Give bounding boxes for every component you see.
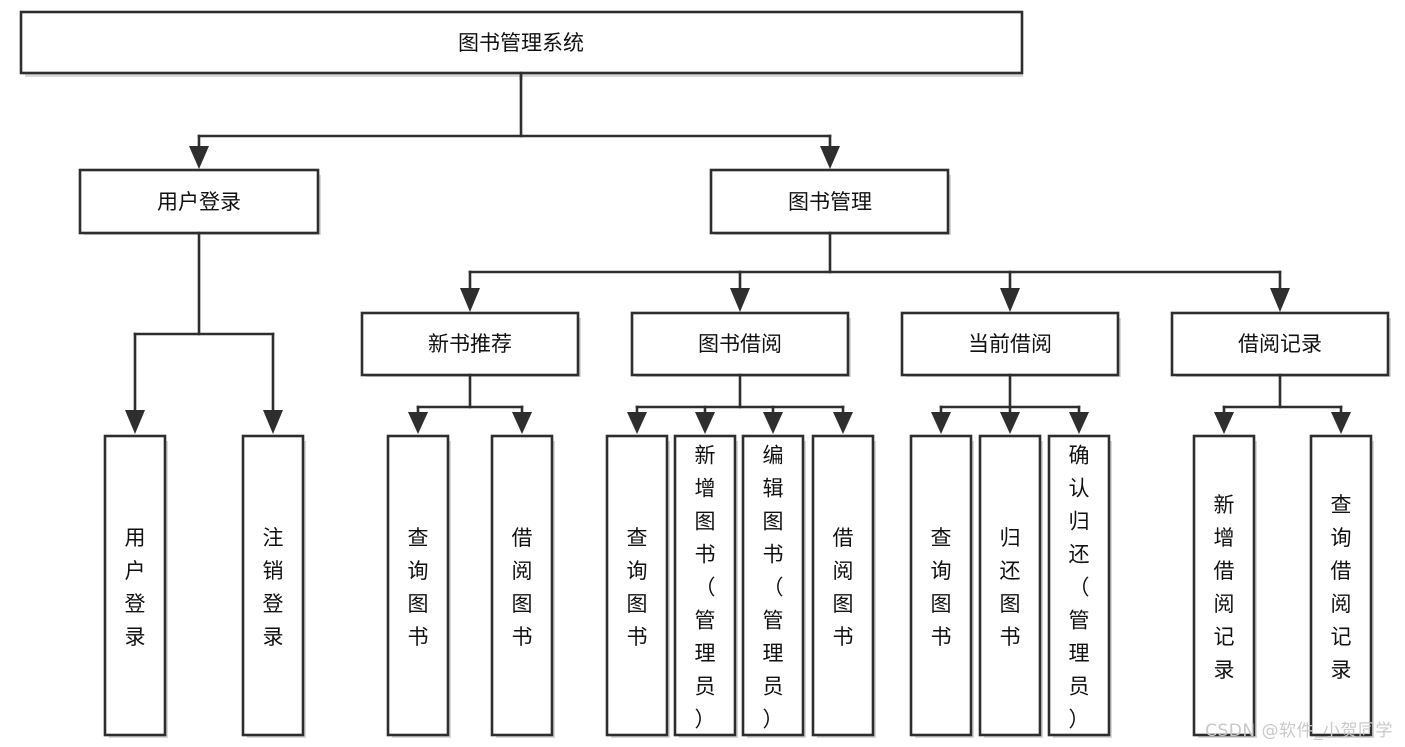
arrow-leaf-user-logout xyxy=(263,410,283,434)
arrow-leaf-query-book-2 xyxy=(627,412,647,434)
leaf-add-book-label: 新增图书（管理员） xyxy=(695,444,716,732)
leaf-query-record-label: 查询借阅记录 xyxy=(1331,493,1352,682)
node-leaf-user-logout[interactable]: 注销登录 xyxy=(241,434,306,738)
arrow-borrow-record xyxy=(1270,288,1290,312)
connector-current-borrow-to-leaves xyxy=(931,373,1089,434)
connector-new-book-to-leaves xyxy=(408,373,532,434)
arrow-leaf-query-book-1 xyxy=(408,412,428,434)
leaf-add-record-box xyxy=(1192,434,1256,737)
node-leaf-borrow-book-2[interactable]: 借阅图书 xyxy=(811,434,876,738)
leaf-return-book-box xyxy=(978,434,1042,737)
leaf-add-record-label: 新增借阅记录 xyxy=(1214,493,1235,682)
book-manage-label: 图书管理 xyxy=(788,190,872,214)
current-borrow-label: 当前借阅 xyxy=(968,332,1052,356)
node-leaf-add-book[interactable]: 新增图书（管理员） xyxy=(673,434,738,738)
node-book-borrow[interactable]: 图书借阅 xyxy=(630,311,851,377)
arrow-leaf-add-book xyxy=(695,412,715,434)
borrow-record-box xyxy=(1170,311,1390,377)
leaf-add-book-box xyxy=(673,434,737,737)
arrow-current-borrow xyxy=(1000,288,1020,312)
node-root[interactable]: 图书管理系统 xyxy=(19,10,1024,77)
node-user-login[interactable]: 用户登录 xyxy=(78,168,321,235)
csdn-watermark: CSDN @软件_小贺同学 xyxy=(1205,721,1393,741)
leaf-confirm-return-box xyxy=(1047,434,1111,737)
leaf-user-login-box xyxy=(103,434,167,737)
arrow-leaf-confirm-return xyxy=(1069,412,1089,434)
node-leaf-add-record[interactable]: 新增借阅记录 xyxy=(1192,434,1257,738)
leaf-return-book-label: 归还图书 xyxy=(1000,526,1021,649)
node-leaf-user-login[interactable]: 用户登录 xyxy=(103,434,168,738)
leaf-borrow-book-1-box xyxy=(490,434,554,737)
node-leaf-query-record[interactable]: 查询借阅记录 xyxy=(1309,434,1374,738)
arrow-user-login xyxy=(189,146,209,169)
leaf-query-book-1-box xyxy=(386,434,450,737)
new-book-recommend-label: 新书推荐 xyxy=(428,332,512,356)
user-login-label: 用户登录 xyxy=(157,190,241,214)
borrow-record-label: 借阅记录 xyxy=(1238,332,1322,356)
leaf-query-book-3-box xyxy=(909,434,973,737)
leaf-query-record-box xyxy=(1309,434,1373,737)
leaf-edit-book-box xyxy=(741,434,805,737)
leaf-user-logout-box xyxy=(241,434,305,737)
node-leaf-query-book-2[interactable]: 查询图书 xyxy=(605,434,670,738)
arrow-leaf-add-record xyxy=(1214,412,1234,434)
arrow-book-manage xyxy=(820,146,840,169)
root-label: 图书管理系统 xyxy=(458,31,584,55)
arrow-leaf-edit-book xyxy=(763,412,783,434)
leaf-user-logout-label: 注销登录 xyxy=(263,526,284,649)
leaf-borrow-book-2-label: 借阅图书 xyxy=(833,526,854,649)
leaf-query-book-1-label: 查询图书 xyxy=(408,526,429,649)
node-book-manage[interactable]: 图书管理 xyxy=(709,168,951,235)
node-leaf-borrow-book-1[interactable]: 借阅图书 xyxy=(490,434,555,738)
arrow-book-borrow xyxy=(730,288,750,312)
connector-user-login-to-leaves xyxy=(125,231,283,434)
leaf-user-login-label: 用户登录 xyxy=(125,526,146,649)
arrow-leaf-borrow-book-1 xyxy=(512,412,532,434)
leaf-query-book-2-label: 查询图书 xyxy=(627,526,648,649)
leaf-edit-book-label: 编辑图书（管理员） xyxy=(763,444,784,732)
leaf-query-book-2-box xyxy=(605,434,669,737)
arrow-leaf-user-login xyxy=(125,410,145,434)
connector-root-to-level2 xyxy=(189,71,840,169)
node-new-book-recommend[interactable]: 新书推荐 xyxy=(360,311,581,377)
arrow-leaf-return-book xyxy=(1000,412,1020,434)
arrow-new-book-recommend xyxy=(460,288,480,312)
node-leaf-edit-book[interactable]: 编辑图书（管理员） xyxy=(741,434,806,738)
arrow-leaf-borrow-book-2 xyxy=(833,412,853,434)
node-leaf-query-book-1[interactable]: 查询图书 xyxy=(386,434,451,738)
node-leaf-confirm-return[interactable]: 确认归还（管理员） xyxy=(1047,434,1112,738)
node-borrow-record[interactable]: 借阅记录 xyxy=(1170,311,1391,377)
book-borrow-label: 图书借阅 xyxy=(698,332,782,356)
current-borrow-box xyxy=(900,311,1120,377)
connector-book-borrow-to-leaves xyxy=(627,373,853,434)
user-login-box xyxy=(78,168,320,235)
node-current-borrow[interactable]: 当前借阅 xyxy=(900,311,1121,377)
connector-book-manage-to-level3 xyxy=(460,231,1290,312)
leaf-borrow-book-2-box xyxy=(811,434,875,737)
node-leaf-return-book[interactable]: 归还图书 xyxy=(978,434,1043,738)
root-box xyxy=(19,10,1024,75)
connector-borrow-record-to-leaves xyxy=(1214,373,1351,434)
arrow-leaf-query-record xyxy=(1331,412,1351,434)
leaf-query-book-3-label: 查询图书 xyxy=(931,526,952,649)
leaf-confirm-return-label: 确认归还（管理员） xyxy=(1069,444,1090,732)
node-leaf-query-book-3[interactable]: 查询图书 xyxy=(909,434,974,738)
arrow-leaf-query-book-3 xyxy=(931,412,951,434)
leaf-borrow-book-1-label: 借阅图书 xyxy=(512,526,533,649)
